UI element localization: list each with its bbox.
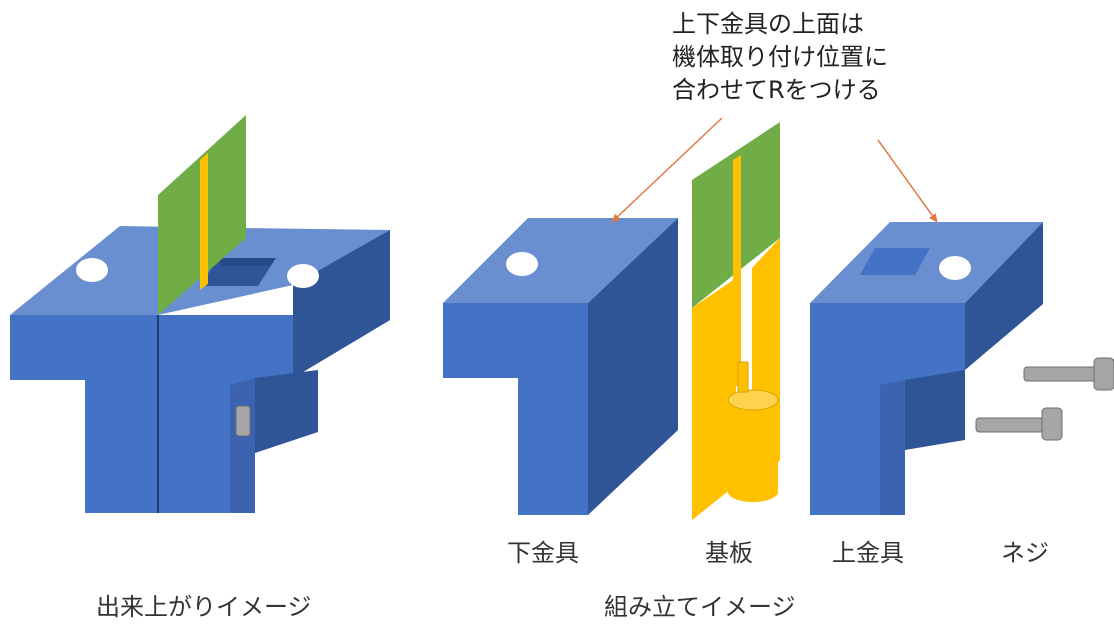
board-cylinder-top: [727, 389, 779, 411]
label-board: 基板: [705, 539, 753, 567]
upper-fitting-side-face: [965, 222, 1043, 370]
finished-hole-left: [76, 258, 108, 282]
board-cylinder-bottom: [728, 482, 778, 502]
board-cylinder-body: [728, 400, 778, 492]
upper-fitting-hole: [939, 256, 971, 280]
finished-board-trace: [200, 153, 208, 290]
lower-fitting: [443, 218, 678, 515]
annotation-line-2: 機体取り付け位置に: [672, 43, 888, 71]
screw-2-shaft: [975, 417, 1045, 433]
lower-fitting-hole: [506, 252, 538, 276]
board-pin: [737, 361, 749, 393]
annotation-line-1: 上下金具の上面は: [672, 10, 864, 38]
finished-tab-side: [255, 370, 318, 453]
lower-fitting-front-face: [443, 303, 588, 515]
lower-fitting-top-face: [443, 218, 678, 303]
finished-upper-right-face: [293, 230, 390, 378]
finished-screw-head: [235, 405, 251, 437]
annotation-line-3: 合わせてRをつける: [672, 76, 881, 104]
upper-fitting-notch: [860, 248, 930, 275]
upper-fitting-tab-side: [905, 370, 965, 450]
label-upper-fitting: 上金具: [832, 539, 904, 567]
finished-upper-front-face: [158, 315, 293, 513]
caption-assembly: 組み立てイメージ: [604, 593, 796, 621]
arrow-to-lower-top: [611, 117, 723, 223]
screw-2-head: [1041, 407, 1063, 441]
finished-lower-front-face: [10, 315, 158, 513]
lower-fitting-side-face: [588, 218, 678, 515]
screw-1-head: [1093, 357, 1114, 391]
screw-1-shaft: [1023, 366, 1097, 382]
finished-hole-right: [287, 264, 319, 288]
arrow-to-upper-top: [877, 139, 938, 223]
board-gold-panel-left: [692, 278, 736, 520]
finished-assembly: [10, 115, 390, 513]
label-lower-fitting: 下金具: [507, 539, 579, 567]
upper-fitting: [810, 222, 1043, 515]
circuit-board: [692, 122, 780, 520]
caption-finished: 出来上がりイメージ: [96, 593, 312, 621]
screws: [975, 357, 1114, 441]
label-screw: ネジ: [1001, 539, 1049, 567]
upper-fitting-top-face: [810, 222, 1043, 303]
